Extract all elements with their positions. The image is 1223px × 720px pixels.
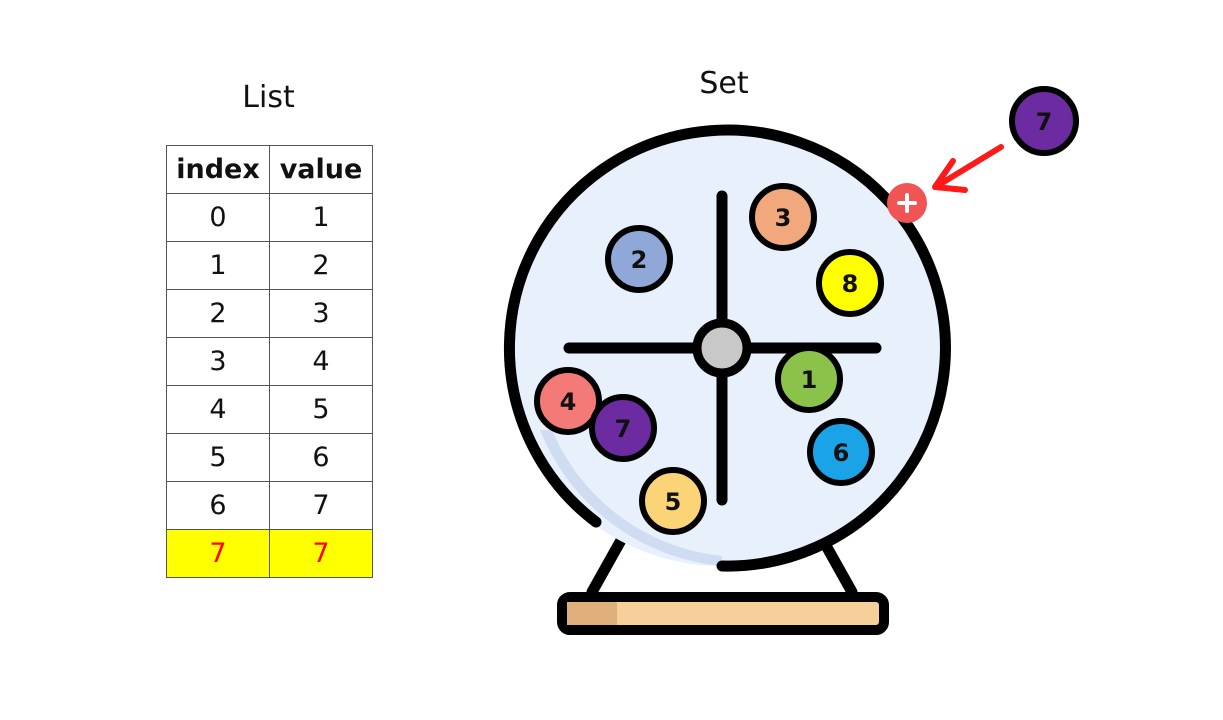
ball-6: 6 [810,421,872,483]
ball-3: 3 [752,186,814,248]
incoming-ball: 7 [1012,89,1076,153]
ball-7: 7 [592,397,654,459]
ball-8: 8 [819,252,881,314]
wheel-hub [697,323,747,373]
ball-3-label: 3 [775,204,792,232]
ball-8-label: 8 [842,270,859,298]
ball-1-label: 1 [801,366,818,394]
ball-2: 2 [608,228,670,290]
ball-5-label: 5 [665,488,682,516]
stand-base-shade [567,602,617,625]
ball-7-label: 7 [615,415,632,443]
ball-4-label: 4 [560,388,577,416]
ball-5: 5 [642,470,704,532]
ball-6-label: 6 [833,439,850,467]
ball-1: 1 [778,348,840,410]
incoming-ball-label: 7 [1036,108,1053,136]
ball-2-label: 2 [631,246,648,274]
insert-arrow-icon [935,147,1001,190]
entry-plus-icon [887,183,927,223]
